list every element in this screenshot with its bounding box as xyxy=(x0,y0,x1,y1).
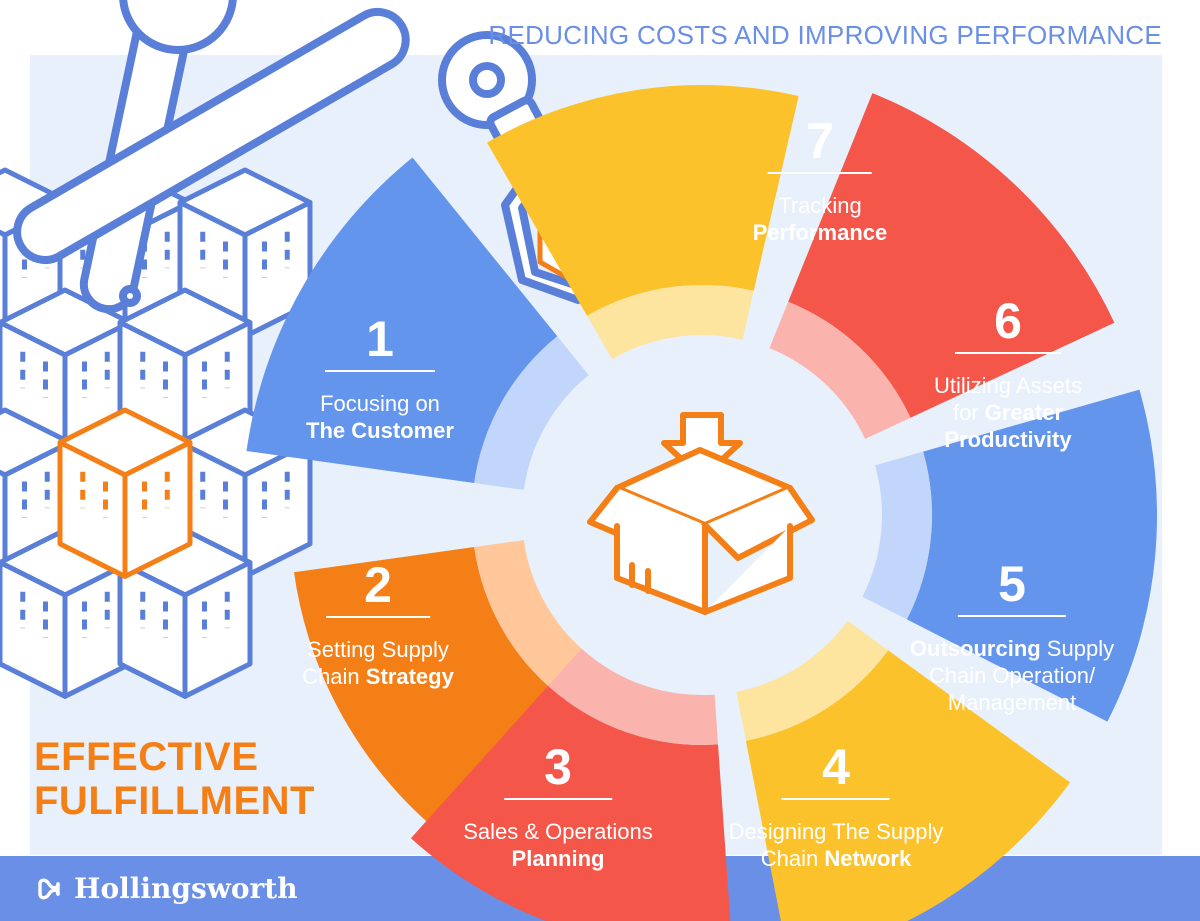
step-1-title-line: The Customer xyxy=(306,417,454,444)
step-1-title-text: Focusing on xyxy=(320,391,440,416)
step-4-divider xyxy=(782,798,890,800)
segment-2 xyxy=(246,157,558,483)
step-6-number: 6 xyxy=(994,293,1022,349)
step-5-title-line: Outsourcing Supply xyxy=(910,635,1114,662)
cube-highlight xyxy=(57,407,193,579)
segment-7 xyxy=(410,685,731,921)
step-2-title-text: Chain xyxy=(302,664,366,689)
step-3-title-line: Planning xyxy=(463,845,653,872)
step-4-title-text: Chain xyxy=(760,846,825,871)
step-3-divider xyxy=(503,798,612,800)
step-4-title-text: Designing The Supply xyxy=(728,819,944,844)
step-5-title-text: Supply xyxy=(1040,636,1115,661)
step-2-number: 2 xyxy=(364,557,392,613)
step-4-title-line: Chain Network xyxy=(729,845,944,872)
step-4-title-text: Network xyxy=(824,846,912,871)
headline: REDUCING COSTS AND IMPROVING PERFORMANCE xyxy=(488,20,1162,50)
step-5-title-text: Outsourcing xyxy=(909,636,1041,661)
step-2-title-text: Setting Supply xyxy=(307,637,449,662)
open-box-arrow-icon xyxy=(587,412,815,615)
brand-logo: Hollingsworth xyxy=(34,872,298,905)
step-7-title-line: Tracking xyxy=(753,192,888,219)
side-title-line-1: EFFECTIVE xyxy=(34,735,259,779)
step-3-number: 3 xyxy=(544,739,572,795)
robot-arm-icon xyxy=(13,0,659,314)
segment-2-inner-band xyxy=(474,336,589,490)
side-title-line-2: FULFILLMENT xyxy=(34,779,315,823)
step-5-title-text: Management xyxy=(947,690,1077,715)
step-2-title-text: Strategy xyxy=(365,664,454,689)
step-1-number: 1 xyxy=(366,311,394,367)
step-5-title-line: Management xyxy=(910,689,1114,716)
side-title: EFFECTIVE FULFILLMENT xyxy=(34,735,315,823)
hollingsworth-logo-icon xyxy=(38,878,60,899)
step-4-title-line: Designing The Supply xyxy=(729,818,944,845)
segment-6 xyxy=(745,650,1071,921)
step-6-title-text: Productivity xyxy=(944,427,1072,452)
step-7-title-line: Performance xyxy=(753,219,888,246)
segment-3-inner-band xyxy=(587,285,754,360)
step-1-title-text: The Customer xyxy=(306,418,454,443)
step-3-title-text: Sales & Operations xyxy=(463,819,653,844)
step-6-divider xyxy=(954,352,1061,354)
step-6-title-line: Productivity xyxy=(934,426,1082,453)
step-6-title-text: Utilizing Assets xyxy=(934,373,1082,398)
step-2-divider xyxy=(325,616,430,618)
step-3-title-line: Sales & Operations xyxy=(463,818,653,845)
step-5-title-text: Chain Operation/ xyxy=(928,663,1096,688)
step-7-divider xyxy=(767,172,872,174)
segment-7-inner-band xyxy=(548,648,718,745)
step-5-number: 5 xyxy=(998,556,1026,612)
step-6-title-text: Greater xyxy=(984,400,1064,425)
step-6-title-line: Utilizing Assets xyxy=(934,372,1082,399)
segment-1-inner-band xyxy=(474,540,597,702)
segment-5 xyxy=(906,389,1158,722)
step-5-divider xyxy=(957,615,1066,617)
step-7-number: 7 xyxy=(806,113,834,169)
segment-5-inner-band xyxy=(862,451,932,620)
segment-3 xyxy=(487,84,799,316)
step-2-title-line: Setting Supply xyxy=(302,636,454,663)
step-7-title-text: Tracking xyxy=(778,193,862,218)
brand-name: Hollingsworth xyxy=(74,872,298,905)
step-7-title-text: Performance xyxy=(752,220,888,245)
step-2-title-line: Chain Strategy xyxy=(302,663,454,690)
segment-4-inner-band xyxy=(769,301,911,439)
step-3-title-text: Planning xyxy=(511,846,605,871)
step-5-title-line: Chain Operation/ xyxy=(910,662,1114,689)
step-1-divider xyxy=(324,370,435,372)
step-6-title-line: for Greater xyxy=(934,399,1082,426)
step-4-number: 4 xyxy=(822,739,850,795)
segment-4 xyxy=(788,93,1115,418)
segment-6-inner-band xyxy=(736,620,889,741)
step-1-title-line: Focusing on xyxy=(306,390,454,417)
step-6-title-text: for xyxy=(952,400,985,425)
